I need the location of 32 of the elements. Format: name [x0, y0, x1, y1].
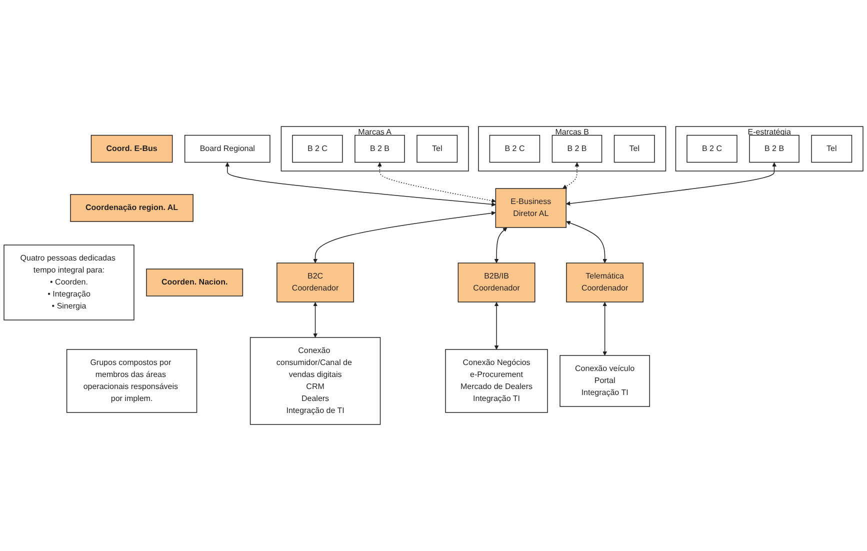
- arrow: [602, 302, 607, 356]
- arrow: [494, 302, 499, 350]
- arrow: [313, 302, 318, 338]
- node-box: B 2 C: [489, 134, 540, 163]
- arrow: [494, 227, 508, 264]
- node-box: B 2 B: [552, 134, 602, 163]
- node-box: Tel: [416, 134, 458, 163]
- node-box: Conexão consumidor/Canal de vendas digitais CRM Dealers Integração de TI: [250, 337, 381, 425]
- node-box: E-Business Diretor AL: [495, 188, 566, 228]
- node-box: B2C Coordenador: [276, 262, 354, 302]
- node-box: B 2 C: [292, 134, 343, 163]
- node-box: Conexão Negócios e-Procurement Mercado de Dealers Integração TI: [445, 349, 548, 413]
- node-box: B2B/IB Coordenador: [458, 262, 536, 302]
- node-box: Board Regional: [184, 134, 270, 163]
- node-box: Conexão veículo Portal Integração TI: [560, 355, 650, 407]
- arrow: [378, 162, 496, 203]
- arrow: [566, 162, 776, 206]
- node-box: Tel: [614, 134, 655, 163]
- node-box: B 2 B: [749, 134, 800, 163]
- arrow: [313, 211, 496, 264]
- arrow: [562, 162, 580, 189]
- node-box: Coordenação region. AL: [70, 194, 194, 222]
- arrow: [225, 162, 496, 207]
- node-box: Coorden. Nacion.: [146, 268, 244, 296]
- node-box: Coord. E-Bus: [90, 134, 173, 163]
- node-box: Quatro pessoas dedicadas tempo integral para: • Coorden. • Integração • Sinergia: [4, 244, 134, 320]
- node-box: B 2 B: [354, 134, 405, 163]
- node-box: Tel: [811, 134, 852, 163]
- node-box: B 2 C: [686, 134, 738, 163]
- node-box: Grupos compostos por membros das áreas operacionais responsáveis por implem.: [66, 349, 198, 413]
- node-box: Telemática Coordenador: [566, 262, 644, 302]
- arrow: [566, 220, 607, 264]
